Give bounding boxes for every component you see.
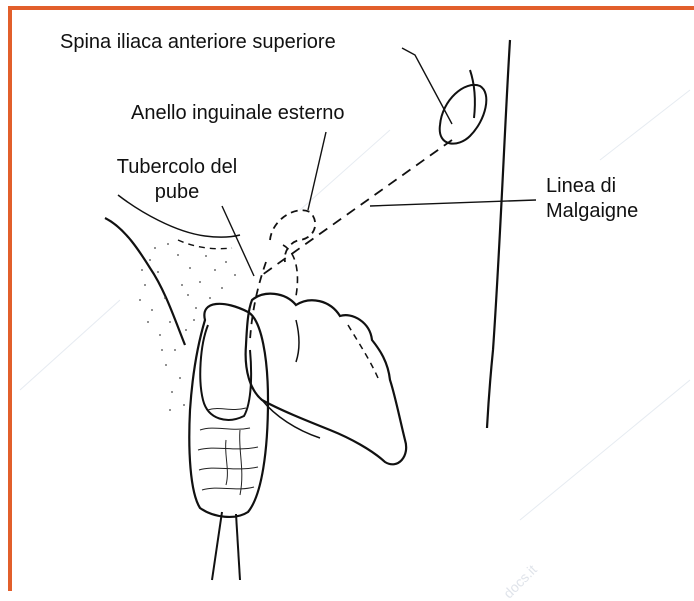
knuckle-dashes [348,325,378,378]
body-contour-right [487,40,510,428]
label-anello-inguinale: Anello inguinale esterno [131,101,345,125]
leader-spina [402,48,452,124]
leader-malgaigne [370,200,536,206]
label-tubercolo-line2: pube [155,180,200,204]
penis-outline [200,325,251,420]
left-leg-line [212,512,222,580]
right-leg-line [236,514,240,580]
label-tubercolo-line1: Tubercolo del [117,155,237,179]
label-linea-line2: Malgaigne [546,199,638,223]
leader-tubercolo [222,206,254,276]
iliac-crest-line [470,70,475,118]
label-linea-line1: Linea di [546,174,616,198]
scrotal-rugae [198,408,258,495]
malgaigne-line [262,140,452,275]
label-spina-iliaca: Spina iliaca anteriore superiore [60,30,336,54]
pubic-hair-stipple [139,243,236,411]
groin-contour-left [105,218,185,345]
leader-anello [308,132,326,210]
scrotum-outline [189,304,268,517]
examining-hand [246,294,407,465]
finger-crease [296,320,299,362]
pubic-dashed-arc [178,240,232,249]
